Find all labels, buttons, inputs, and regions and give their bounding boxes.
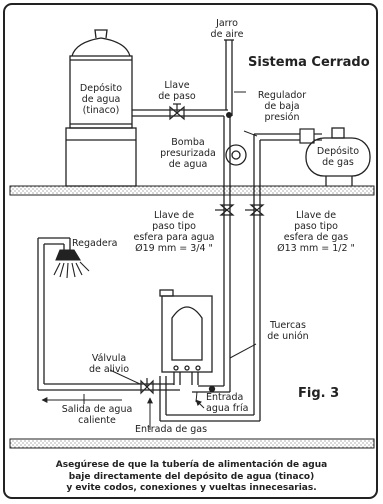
relief-valve-label: Válvula de alivio [88,353,130,375]
gas-pipe [159,133,300,422]
gas-inlet-label: Entrada de gas [134,424,208,435]
water-heater [159,289,213,385]
gas-ball-valve-icon [245,204,265,216]
pump-label: Bomba presurizada de agua [160,137,216,170]
leader-lines [41,91,258,430]
hot-water-outlet-label: Salida de agua caliente [61,404,133,426]
cold-water-inlet-label: Entrada agua fría [206,392,249,414]
installation-note: Asegúrese de que la tubería de alimentac… [55,460,328,493]
air-vent-label: Jarro de aire [210,18,244,40]
pipe-tee-icon [226,112,232,118]
gas-tank-label: Depósito de gas [316,146,360,168]
stop-valve-label: Llave de paso [158,80,196,102]
water-ball-valve-label: Llave de paso tipo esfera para agua Ø19 … [133,210,215,254]
lower-slab [9,438,375,449]
stop-valve-icon [169,103,185,121]
hot-water-pipe [37,237,180,391]
diagram-title: Sistema Cerrado [248,55,370,70]
shower-head-icon [53,249,90,279]
relief-valve-icon [140,378,154,395]
water-tank-label: Depósito de agua (tinaco) [79,83,123,116]
upper-slab [9,185,375,196]
cold-water-pipe [192,385,230,393]
figure-label: Fig. 3 [298,386,340,401]
regulator-label: Regulador de baja presión [257,90,307,123]
diagram-frame [3,3,378,499]
regulator-icon [299,128,322,144]
gas-tank [305,127,371,186]
pump-icon [225,144,247,166]
water-ball-valve-icon [215,204,235,216]
gas-ball-valve-label: Llave de paso tipo esfera de gas Ø13 mm … [277,210,355,254]
water-tank [65,29,137,187]
shower-label: Regadera [72,238,118,249]
union-nuts-label: Tuercas de unión [267,320,309,342]
